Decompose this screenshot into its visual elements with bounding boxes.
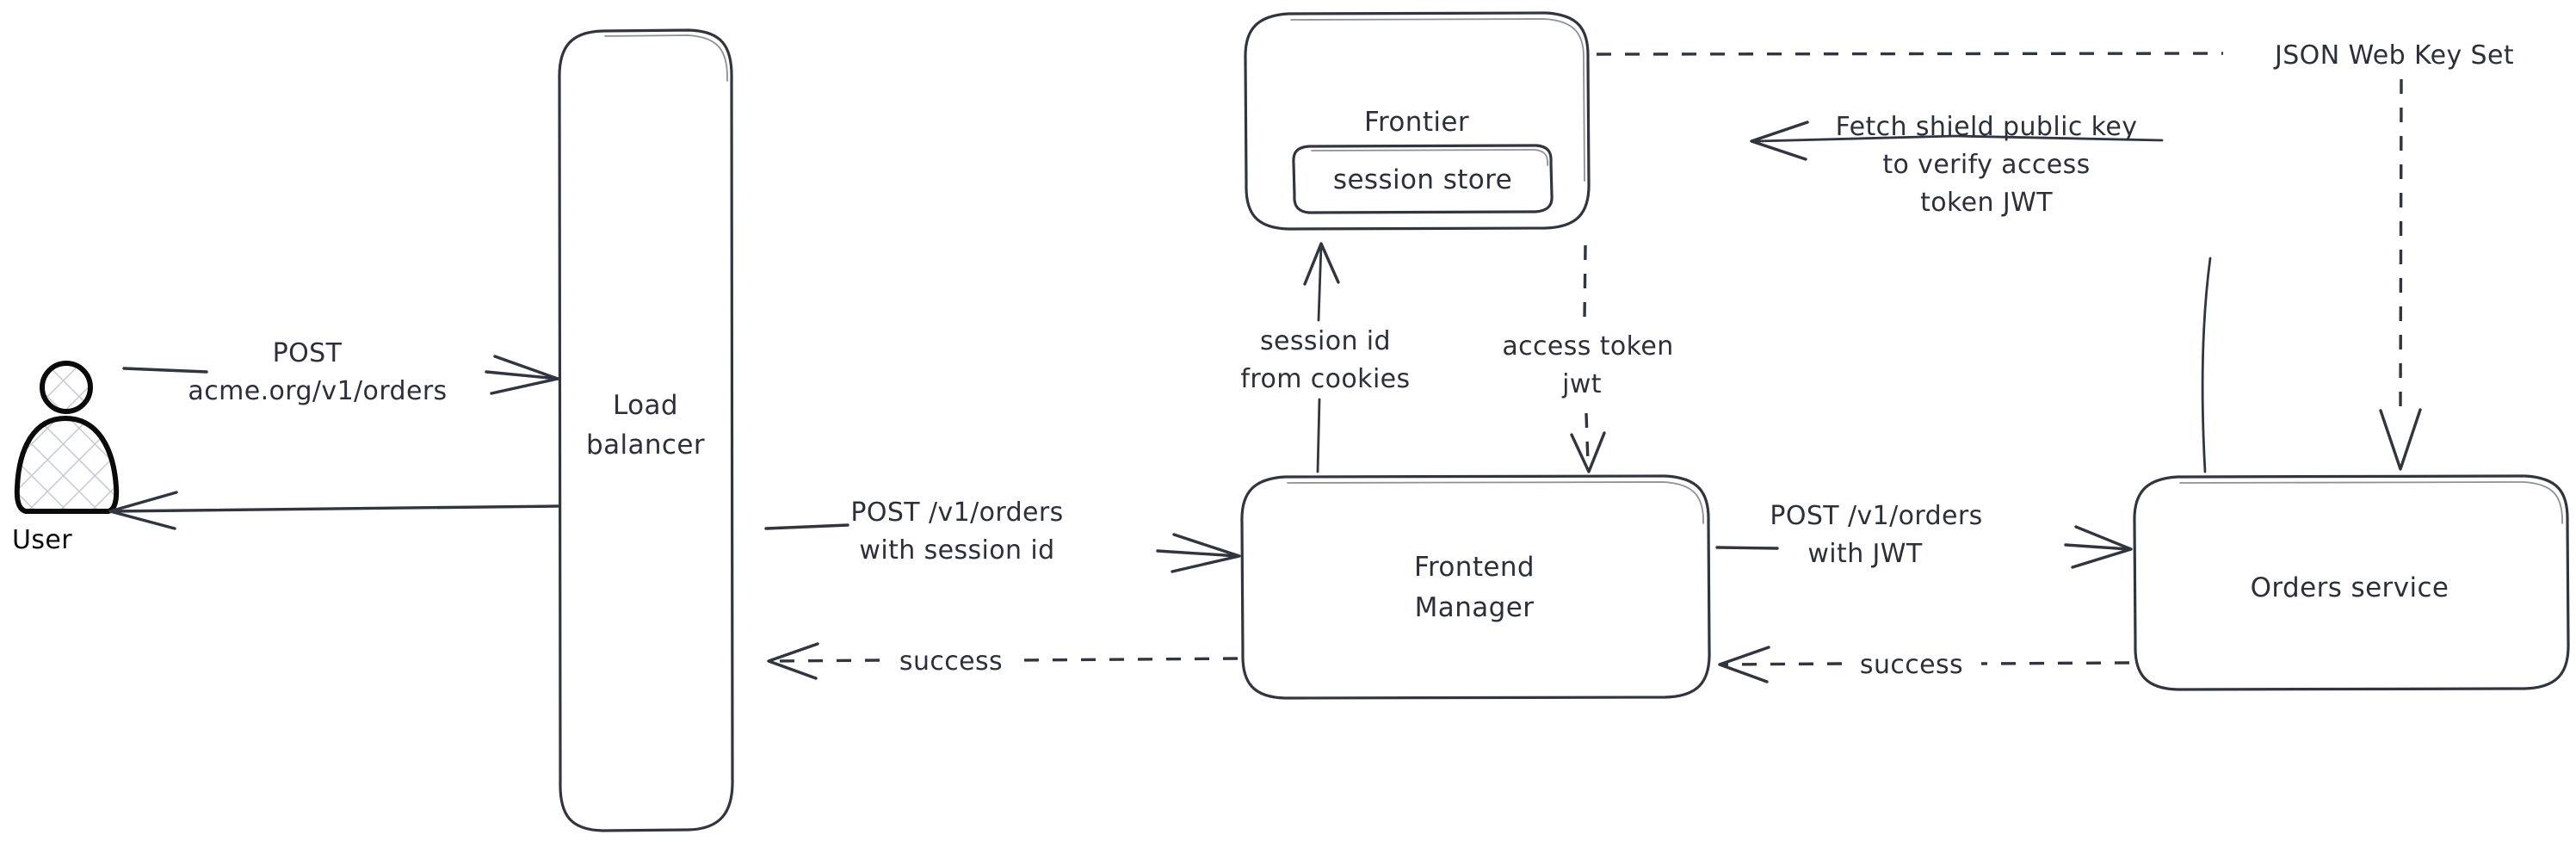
edge-fm-to-lb-line-right [1022,657,1239,662]
edge-orders-to-frontier-arrowhead-icon [1750,121,1809,161]
load-balancer-shape-ghost [604,34,728,82]
session-store-label: session store [1333,164,1512,195]
edge-fm-to-frontier-line-upper [1317,244,1323,322]
edge-orders-to-fm-line-right [1980,661,2130,665]
edge-lb-to-fm-stub [764,523,849,530]
frontier-label: Frontier [1364,107,1469,138]
user-actor: User [12,361,120,555]
edge-fm-to-orders-line [2064,543,2131,551]
edge-orders-to-frontier-riser [2201,257,2212,473]
load-balancer-label-line1: Load [613,390,678,421]
session-store-shape [1292,144,1554,214]
frontend-manager-label-line1: Frontend [1414,552,1535,583]
edge-jwks-arrowhead-icon [2379,408,2422,471]
edge-jwks-horizontal [1596,52,2224,56]
edge-frontier-to-fm-arrowhead-icon [1570,431,1606,473]
load-balancer-shape [558,28,734,832]
node-session-store[interactable]: session store [1292,144,1554,214]
edge-orders-to-fm-arrowhead-icon [1718,646,1770,683]
edge-fm-to-frontier-label-line1: session id [1260,326,1391,356]
edge-orders-service-to-frontier: Fetch shield public key to verify access… [1750,112,2212,473]
edge-lb-to-fm-line [1156,549,1239,558]
edge-user-to-lb-stub [122,367,208,374]
frontend-manager-shape-ghost [1287,481,1704,524]
frontend-manager-label-line2: Manager [1415,592,1535,623]
user-head-icon [40,361,93,414]
edge-frontend-manager-to-load-balancer: success [767,642,1239,680]
edge-frontier-to-fm-label-line1: access token [1502,331,1673,362]
edge-frontend-manager-to-frontier: session id from cookies [1240,242,1410,473]
edge-user-to-load-balancer: POST acme.org/v1/orders [122,338,559,406]
edge-frontier-to-frontend-manager: access token jwt [1502,244,1673,473]
node-load-balancer[interactable]: Load balancer [558,28,734,832]
edge-orders-service-to-frontend-manager: success [1718,646,2130,683]
edge-frontier-to-fm-label-line2: jwt [1561,369,1602,399]
orders-service-shape [2133,474,2570,691]
edge-fm-to-orders-label-line1: POST /v1/orders [1770,501,1982,531]
edge-lb-to-fm-label-line1: POST /v1/orders [850,498,1063,528]
edge-fm-to-orders-stub [1715,546,1779,550]
edge-user-to-lb-arrowhead-icon [490,355,559,395]
load-balancer-label-line2: balancer [586,430,705,461]
node-frontier[interactable]: Frontier session store [1244,11,1591,231]
edge-lb-to-user-line [108,504,559,513]
user-body-icon [14,416,120,514]
edge-orders-to-frontier-label-line3: token JWT [1920,188,2053,218]
edge-fm-to-lb-arrowhead-icon [767,642,819,680]
edge-frontier-to-fm-line-lower [1585,412,1590,464]
edge-user-to-lb-line [485,370,559,380]
edge-fm-to-frontier-label-line2: from cookies [1240,364,1410,394]
orders-service-label: Orders service [2251,572,2449,603]
edge-orders-to-fm-line-left [1723,662,1843,666]
user-head-fill [42,363,90,411]
edge-orders-to-fm-label: success [1860,650,1963,680]
edge-fm-to-orders-arrowhead-icon [2071,525,2133,569]
edge-lb-to-fm-arrowhead-icon [1171,533,1241,573]
edge-jwks-vertical [2399,78,2403,412]
session-store-shape-ghost [1311,149,1549,166]
edge-lb-to-user-arrowhead-icon [108,491,178,530]
edge-fm-to-orders-label-line2: with JWT [1807,539,1922,569]
edge-orders-to-frontier-label-line2: to verify access [1882,150,2090,180]
node-orders-service[interactable]: Orders service [2133,474,2570,691]
edge-jwks-label: JSON Web Key Set [2273,40,2514,71]
edge-load-balancer-to-frontend-manager: POST /v1/orders with session id [764,498,1241,573]
edge-fm-to-lb-line-left [772,658,880,663]
user-body-fill [16,418,117,511]
node-frontend-manager[interactable]: Frontend Manager [1240,474,1711,700]
user-label: User [12,525,72,555]
edge-lb-to-fm-label-line2: with session id [859,535,1054,566]
edge-orders-to-frontier-line [1756,134,2164,143]
edge-frontend-manager-to-orders-service: POST /v1/orders with JWT [1715,501,2133,569]
edge-user-to-lb-label-line2: acme.org/v1/orders [188,376,447,406]
edge-frontier-to-orders-service-jwks: JSON Web Key Set [1596,40,2514,471]
edge-load-balancer-to-user [108,491,559,530]
edge-fm-to-frontier-arrowhead-icon [1303,242,1340,286]
edge-user-to-lb-label-line1: POST [273,338,343,368]
edge-fm-to-lb-label: success [899,646,1003,677]
frontier-shape [1244,11,1591,231]
edge-fm-to-frontier-line-lower [1316,398,1321,473]
orders-service-shape-ghost [2179,481,2563,524]
frontier-shape-ghost [1290,18,1585,182]
edge-orders-to-frontier-label-line1: Fetch shield public key [1836,112,2138,142]
frontend-manager-shape [1240,474,1711,700]
